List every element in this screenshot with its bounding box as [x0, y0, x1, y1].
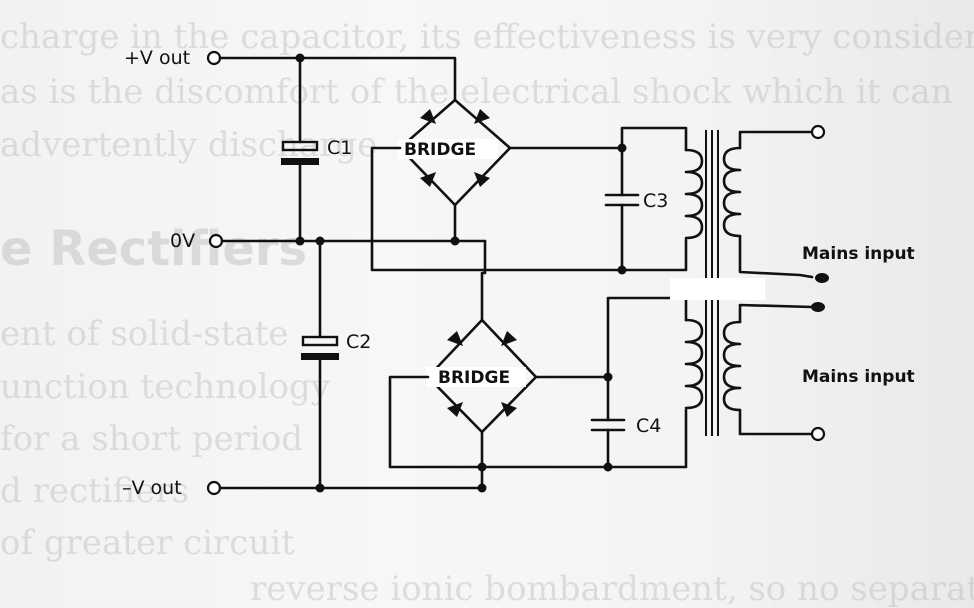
junctions — [295, 53, 627, 493]
secondary-coil-bottom — [684, 318, 704, 410]
capacitor-c1: C1 — [281, 56, 352, 243]
ghost-line-3: advertently discharge — [0, 125, 377, 165]
ghost-line-2: as is the discomfort of the electrical s… — [0, 72, 953, 112]
ghost-line-7: d rectifiers — [0, 471, 189, 511]
zero-label: 0V — [170, 230, 195, 252]
label-cover — [670, 278, 765, 300]
mains-mid-lead-b — [811, 302, 825, 312]
ghost-line-9: reverse ionic bombardment, so no separat… — [250, 569, 974, 608]
ghost-line-4: ent of solid-state — [0, 314, 288, 354]
c2-label: C2 — [346, 331, 371, 353]
capacitor-c3: C3 — [604, 126, 688, 272]
mains-terminals: Mains input Mains input — [802, 124, 915, 442]
vplus-label: +V out — [124, 47, 190, 69]
vplus-terminal — [206, 50, 222, 66]
primary-coil-top — [722, 146, 742, 238]
ghost-heading: e Rectifiers — [0, 221, 307, 277]
c4-label: C4 — [636, 415, 661, 437]
mains-bottom-terminal — [810, 426, 826, 442]
bridge-top-left-wire — [370, 146, 624, 272]
c1-label: C1 — [327, 137, 352, 159]
ghost-line-8: of greater circuit — [0, 523, 295, 563]
bridge-top: BRIDGE — [370, 98, 624, 272]
vminus-terminal — [206, 480, 222, 496]
ghost-line-5: unction technology — [0, 367, 331, 407]
vminus-label: –V out — [122, 477, 182, 499]
secondary-coil-top — [684, 148, 704, 240]
mains-input-top-label: Mains input — [802, 244, 915, 264]
transformer — [670, 130, 814, 436]
bridge-bottom: BRIDGE — [388, 239, 612, 490]
ghost-line-1: charge in the capacitor, its effectivene… — [0, 17, 974, 57]
bleed-through-text: charge in the capacitor, its effectivene… — [0, 17, 974, 608]
zero-terminal — [208, 233, 224, 249]
bridge-top-label: BRIDGE — [404, 140, 476, 160]
mains-mid-lead-a — [815, 273, 829, 283]
capacitor-c4: C4 — [590, 296, 688, 469]
mains-top-terminal — [810, 124, 826, 140]
ghost-line-6: for a short period — [0, 419, 303, 459]
primary-coil-bottom — [722, 320, 742, 412]
bridge-bottom-left-wire — [388, 375, 612, 469]
capacitor-c2: C2 — [301, 239, 371, 490]
bridge-bottom-label: BRIDGE — [438, 368, 510, 388]
bridge-bottom-ground-wire — [480, 239, 487, 322]
c3-label: C3 — [643, 190, 668, 212]
mains-input-bottom-label: Mains input — [802, 367, 915, 387]
